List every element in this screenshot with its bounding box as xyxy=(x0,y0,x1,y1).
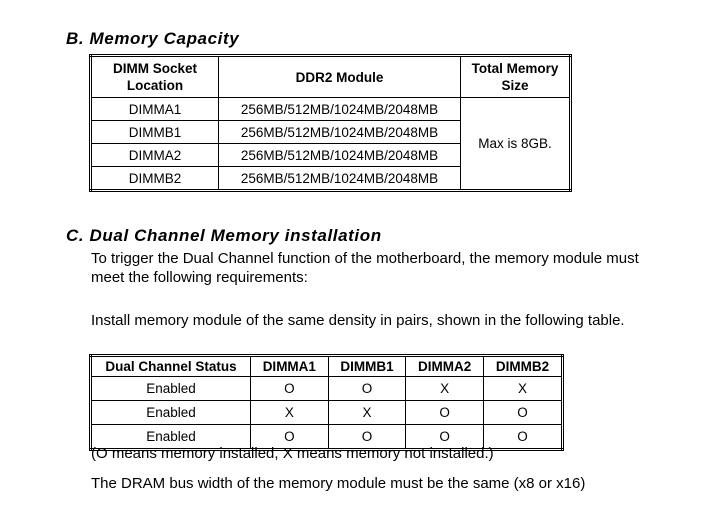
socket-cell: DIMMB1 xyxy=(90,120,219,144)
cell: O xyxy=(405,424,484,450)
module-cell: 256MB/512MB/1024MB/2048MB xyxy=(218,143,461,167)
intro-paragraph: To trigger the Dual Channel function of … xyxy=(91,250,639,286)
cell: O xyxy=(405,400,484,425)
header-dimmb2: DIMMB2 xyxy=(482,355,564,377)
header-dimma2: DIMMA2 xyxy=(405,355,484,377)
cell: O xyxy=(250,376,329,401)
cell: X xyxy=(250,400,329,425)
header-status: Dual Channel Status xyxy=(90,355,251,377)
socket-cell: DIMMB2 xyxy=(90,166,219,191)
header-total: Total Memory Size xyxy=(460,55,571,98)
install-paragraph: Install memory module of the same densit… xyxy=(91,312,625,329)
cell: O xyxy=(327,424,407,450)
header-socket: DIMM Socket Location xyxy=(90,55,219,98)
cell: X xyxy=(482,376,564,401)
cell: X xyxy=(405,376,484,401)
total-cell: Max is 8GB. xyxy=(460,97,571,191)
socket-cell: DIMMA1 xyxy=(90,97,219,121)
module-cell: 256MB/512MB/1024MB/2048MB xyxy=(218,97,461,121)
cell: X xyxy=(327,400,407,425)
module-cell: 256MB/512MB/1024MB/2048MB xyxy=(218,120,461,144)
cell: O xyxy=(327,376,407,401)
socket-cell: DIMMA2 xyxy=(90,143,219,167)
cell: O xyxy=(250,424,329,450)
header-dimma1: DIMMA1 xyxy=(250,355,329,377)
legend-note: (O means memory installed, X means memor… xyxy=(91,445,494,462)
status-cell: Enabled xyxy=(90,376,251,401)
header-module: DDR2 Module xyxy=(218,55,461,98)
section-c-heading: C. Dual Channel Memory installation xyxy=(66,226,382,245)
cell: O xyxy=(482,424,564,450)
status-cell: Enabled xyxy=(90,424,251,450)
bus-width-paragraph: The DRAM bus width of the memory module … xyxy=(91,475,586,492)
status-cell: Enabled xyxy=(90,400,251,425)
header-dimmb1: DIMMB1 xyxy=(327,355,407,377)
section-b-heading: B. Memory Capacity xyxy=(66,29,240,48)
cell: O xyxy=(482,400,564,425)
module-cell: 256MB/512MB/1024MB/2048MB xyxy=(218,166,461,191)
